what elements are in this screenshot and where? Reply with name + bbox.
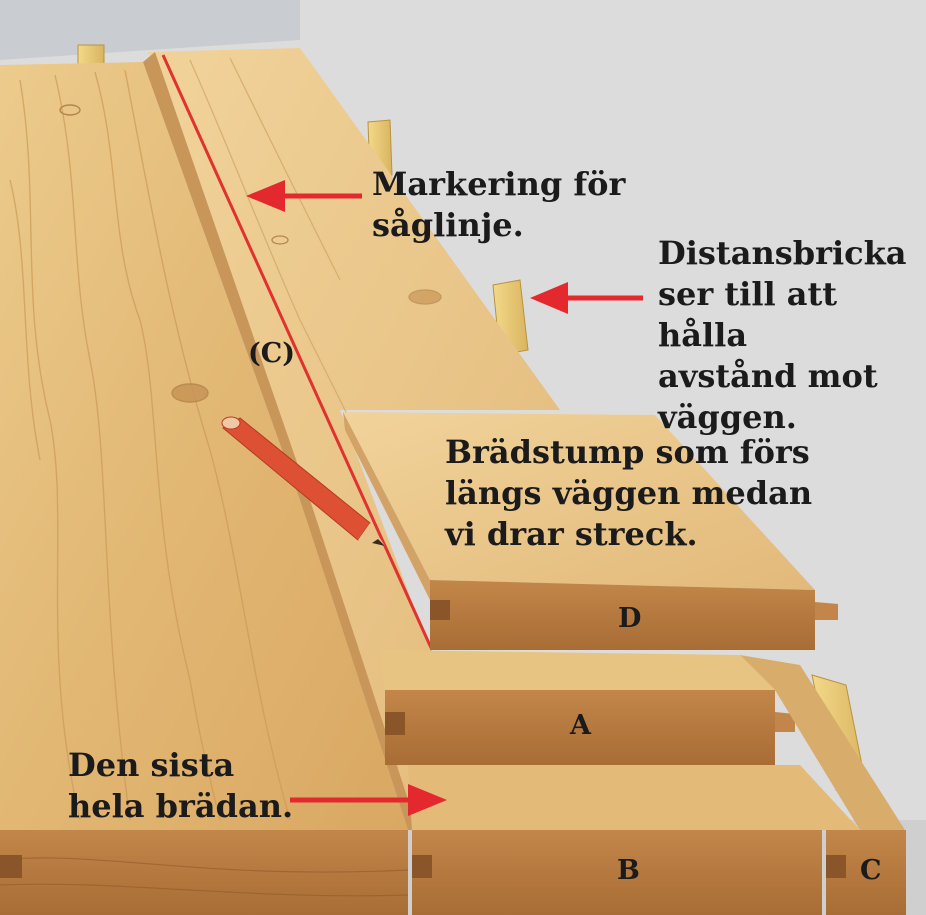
cut-board-top	[148, 48, 560, 830]
board-a-letter: A	[570, 710, 591, 741]
board-c-letter: C	[860, 855, 882, 886]
board-b-letter: B	[617, 855, 640, 886]
tongue-notch	[0, 855, 22, 878]
last-board-label: Den sista hela brädan.	[68, 746, 294, 825]
right-wall-strip	[740, 655, 905, 830]
cut-board-edge	[143, 52, 418, 830]
board-b-front	[412, 830, 822, 915]
scrap-board-label: Brädstump som förs längs väggen medan vi…	[445, 433, 813, 553]
tongue	[815, 602, 838, 620]
tongue-notch	[430, 600, 450, 620]
tongue-notch	[412, 855, 432, 878]
wood-grain	[9, 69, 291, 821]
end-grain-lines	[0, 857, 409, 897]
saw-line-label: Markering för såglinje.	[372, 165, 626, 244]
last-whole-board-top	[0, 62, 408, 830]
wall-left-shade	[0, 0, 300, 60]
saw-line-marking	[161, 54, 434, 651]
board-a-front	[385, 690, 775, 765]
arrow-last-board	[290, 784, 447, 816]
scrap-board-front	[430, 580, 815, 650]
board-a-top	[380, 650, 775, 690]
scrap-board-side	[343, 412, 430, 600]
arrow-saw-line	[246, 180, 362, 212]
tongue-notch	[385, 712, 405, 735]
floor-gap	[906, 830, 926, 915]
scrap-board-top	[343, 412, 815, 590]
scrap-board-letter: D	[618, 603, 642, 634]
tongue-notch	[826, 855, 846, 878]
last-whole-board-front	[0, 830, 408, 915]
pencil-icon	[221, 416, 385, 546]
tongue	[775, 712, 795, 732]
cut-board-letter: (C)	[248, 338, 296, 369]
arrow-spacer	[530, 282, 643, 314]
right-floor-board-top	[408, 765, 860, 830]
spacer-label: Distansbricka ser till att hålla avstånd…	[658, 234, 907, 436]
